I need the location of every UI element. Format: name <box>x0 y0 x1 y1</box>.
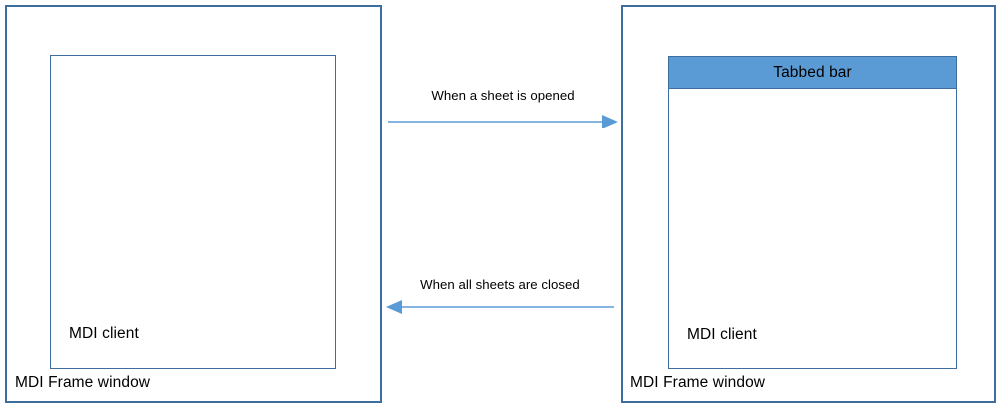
transition-sheets-closed: When all sheets are closed <box>384 277 616 315</box>
tabbed-bar[interactable]: Tabbed bar <box>668 56 957 89</box>
transition-sheet-opened: When a sheet is opened <box>386 88 620 128</box>
arrow-left-icon <box>386 300 614 314</box>
mdi-frame-window-with-tabs: Tabbed bar MDI client MDI Frame window <box>621 5 996 403</box>
mdi-frame-window-label: MDI Frame window <box>630 374 766 391</box>
tabbed-bar-label: Tabbed bar <box>773 63 852 81</box>
mdi-client-area-without-tabs: MDI client <box>50 55 336 369</box>
mdi-frame-window-without-tabs: MDI client MDI Frame window <box>5 5 382 403</box>
arrow-right-icon <box>388 115 618 128</box>
transition-sheet-opened-label: When a sheet is opened <box>431 88 575 103</box>
mdi-client-label: MDI client <box>69 325 139 342</box>
transition-sheets-closed-label: When all sheets are closed <box>420 277 580 292</box>
mdi-client-label: MDI client <box>687 326 757 343</box>
mdi-frame-window-label: MDI Frame window <box>15 374 151 391</box>
mdi-client-area-with-tabs: Tabbed bar MDI client <box>668 56 957 369</box>
